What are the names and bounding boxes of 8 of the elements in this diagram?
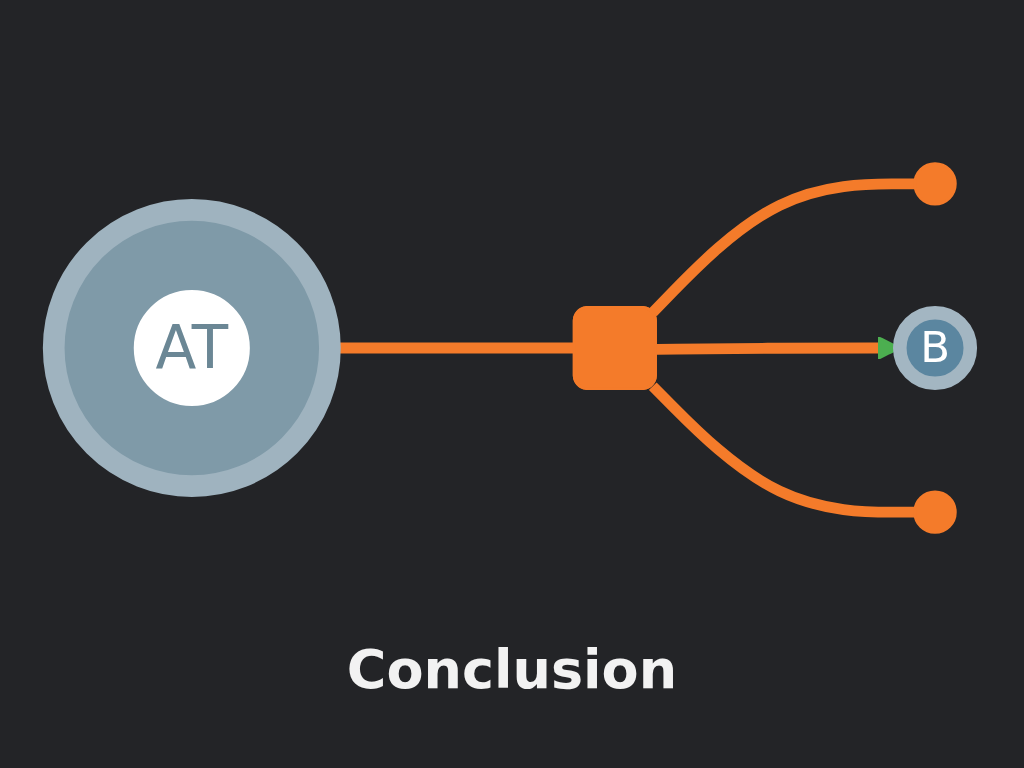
connector <box>648 381 915 518</box>
title: Conclusion <box>346 637 678 701</box>
cluster <box>42 198 341 497</box>
node-circle <box>913 489 957 534</box>
node-circle: AT <box>133 289 250 406</box>
connector <box>648 177 915 316</box>
node-circle: B <box>893 305 978 390</box>
node-circle <box>913 161 957 206</box>
